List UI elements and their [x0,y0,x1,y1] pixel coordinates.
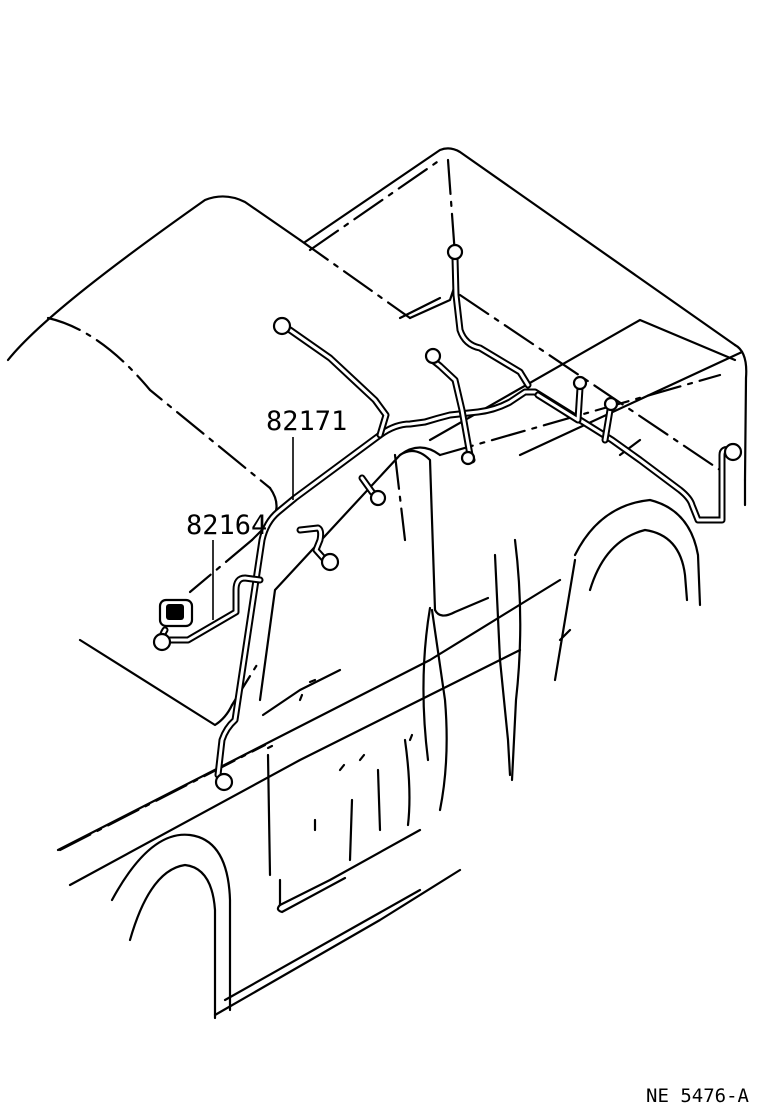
connector-junction-block-body [166,604,184,620]
callout-82171-label: 82171 [266,406,347,437]
harness-connectors [152,243,743,792]
connector-cab-lamp [272,316,292,336]
connector-bed-mid-2 [603,396,619,412]
connector-junction-plug [152,632,172,652]
callout-82164: 82164 [186,510,267,620]
connector-rear-window [424,347,442,365]
connector-door-speaker [320,552,340,572]
connector-rear-window-lower [460,450,476,466]
vehicle-body-outline [6,147,748,1020]
figure-code: NE 5476-A [646,1085,750,1107]
connector-bed-mid-1 [572,375,588,391]
connector-bed-rear [446,243,464,261]
connector-kick-panel [214,772,234,792]
connector-tail-lamp [723,442,743,462]
connector-dome-switch [369,489,387,507]
callout-82164-label: 82164 [186,510,267,541]
callout-82171: 82171 [266,406,347,500]
